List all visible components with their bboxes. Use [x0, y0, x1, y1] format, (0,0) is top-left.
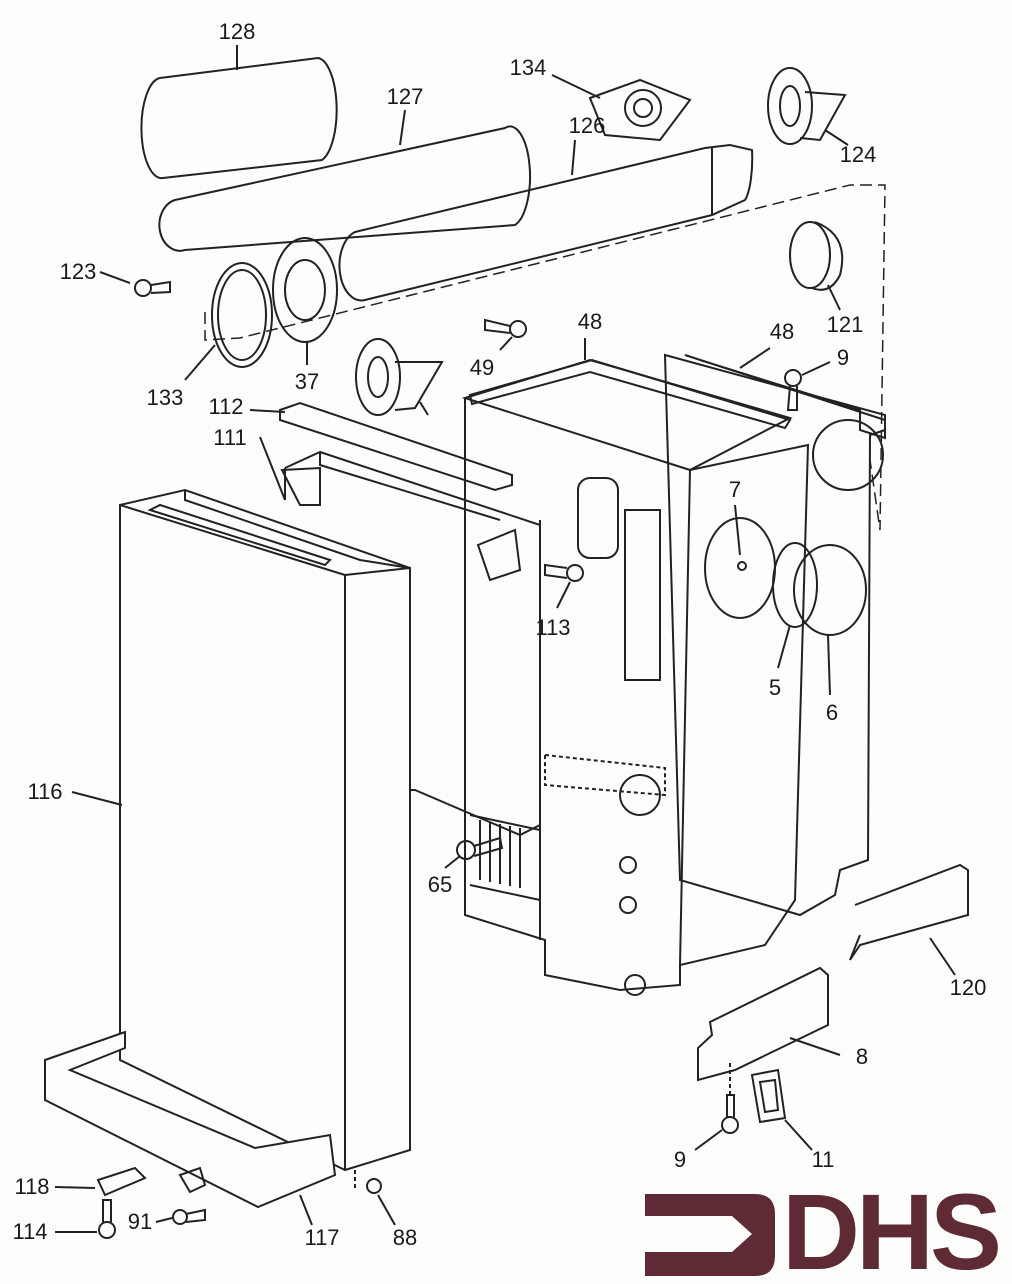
part-label-9b: 9 — [673, 1147, 687, 1172]
screw-9-bottom — [694, 1060, 739, 1151]
screw-114 — [55, 1199, 116, 1239]
top-panel-48 — [468, 338, 792, 430]
logo-text: DHS — [782, 1171, 1002, 1284]
nut-88 — [354, 1170, 396, 1226]
part-label-124: 124 — [839, 142, 877, 167]
flue-pipe-128 — [140, 45, 338, 180]
part-label-9: 9 — [836, 345, 850, 370]
terminal-plate-134 — [551, 74, 692, 142]
part-label-65: 65 — [427, 872, 453, 897]
trim-120 — [849, 863, 969, 976]
part-label-120: 120 — [949, 975, 987, 1000]
part-label-48b: 48 — [769, 319, 795, 344]
part-label-116: 116 — [27, 779, 63, 804]
clamp-ring-133 — [184, 262, 273, 381]
part-label-128: 128 — [218, 19, 256, 44]
bottom-tray-117 — [44, 1030, 337, 1226]
part-label-134: 134 — [509, 55, 547, 80]
boiler-body — [461, 358, 810, 996]
seal-roll — [355, 338, 444, 416]
part-label-123: 123 — [59, 259, 97, 284]
sight-glass-5 — [772, 542, 818, 669]
screw-49 — [484, 318, 527, 351]
screw-113 — [544, 563, 584, 609]
front-case-116 — [71, 488, 411, 1172]
part-label-118: 118 — [14, 1174, 50, 1199]
flue-pipe-127 — [158, 109, 532, 252]
part-label-117: 117 — [304, 1225, 340, 1250]
part-label-127: 127 — [386, 84, 424, 109]
clip-11 — [750, 1068, 813, 1151]
screw-9-top — [784, 361, 831, 411]
bracket-8 — [697, 966, 841, 1082]
part-label-8: 8 — [855, 1044, 869, 1069]
part-label-88: 88 — [392, 1225, 418, 1250]
part-label-113: 113 — [535, 615, 571, 640]
part-label-11: 11 — [811, 1147, 835, 1172]
inner-panel — [259, 436, 541, 837]
part-label-91: 91 — [127, 1209, 153, 1234]
part-label-6: 6 — [825, 700, 839, 725]
screw-91 — [155, 1208, 206, 1225]
flue-adaptor-37 — [272, 237, 338, 365]
screw-65 — [444, 836, 504, 869]
part-label-133: 133 — [146, 385, 184, 410]
part-label-112: 112 — [208, 394, 244, 419]
bracket-118 — [54, 1166, 147, 1197]
part-label-121: 121 — [826, 312, 864, 337]
part-label-49: 49 — [469, 355, 495, 380]
strip-112 — [249, 401, 513, 492]
part-label-126: 126 — [568, 113, 606, 138]
flue-pipe-126 — [338, 139, 754, 302]
part-label-111: 111 — [213, 425, 247, 450]
dhs-logo: DHS — [640, 1171, 1010, 1284]
part-label-114: 114 — [12, 1219, 48, 1244]
flexible-duct-121 — [789, 221, 844, 311]
part-label-37: 37 — [294, 369, 320, 394]
part-label-48: 48 — [577, 309, 603, 334]
screw-123 — [99, 271, 171, 297]
part-label-7: 7 — [728, 477, 742, 502]
cover-6 — [793, 544, 867, 696]
back-frame — [663, 353, 886, 917]
part-label-5: 5 — [768, 675, 782, 700]
bracket-48 — [684, 347, 886, 440]
seal-roll-124 — [767, 67, 849, 146]
arrow-logo-icon — [645, 1194, 775, 1276]
